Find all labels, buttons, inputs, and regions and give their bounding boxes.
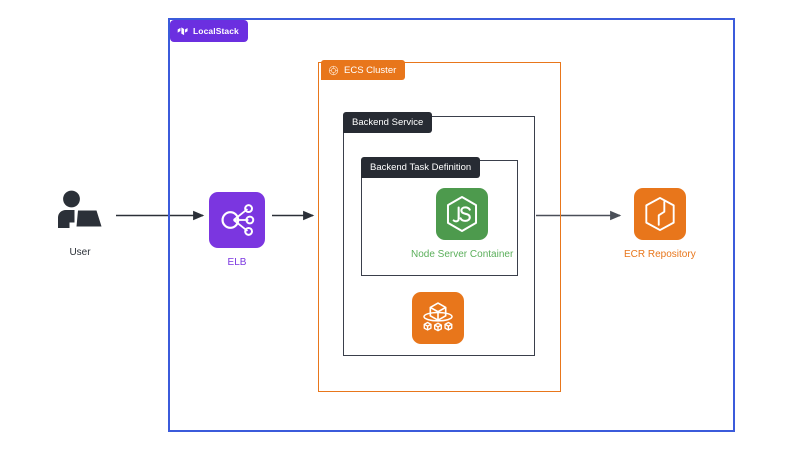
- node-ecr-repository-label: ECR Repository: [624, 249, 696, 260]
- backend-service-boundary: [343, 116, 535, 356]
- ecs-cluster-badge: ECS Cluster: [321, 60, 406, 80]
- task-definition-badge: Backend Task Definition: [361, 157, 481, 178]
- node-user: User: [52, 186, 108, 258]
- localstack-boundary: [168, 18, 735, 432]
- nodejs-icon: [436, 188, 489, 240]
- node-ecr-repository: ECR Repository: [624, 188, 696, 260]
- ecs-cluster-icon: [328, 65, 339, 76]
- localstack-badge: LocalStack: [170, 20, 248, 42]
- node-node-server-container: Node Server Container: [411, 188, 513, 260]
- ecr-repository-icon: [633, 188, 686, 240]
- localstack-logo-icon: [177, 26, 188, 37]
- ecs-cluster-boundary: [318, 62, 561, 392]
- node-ecs-task: [412, 292, 464, 344]
- node-elb: ELB: [209, 192, 265, 268]
- user-at-laptop-icon: [52, 186, 108, 238]
- backend-service-badge: Backend Service: [343, 112, 433, 133]
- task-definition-label: Backend Task Definition: [370, 162, 472, 173]
- node-elb-label: ELB: [227, 257, 247, 268]
- backend-service-label: Backend Service: [352, 117, 424, 128]
- elastic-load-balancer-icon: [209, 192, 265, 248]
- node-user-label: User: [69, 247, 91, 258]
- ecs-cluster-label: ECS Cluster: [344, 64, 397, 76]
- ecs-container-icon: [412, 292, 464, 344]
- node-node-server-container-label: Node Server Container: [411, 249, 514, 260]
- localstack-label: LocalStack: [193, 26, 239, 36]
